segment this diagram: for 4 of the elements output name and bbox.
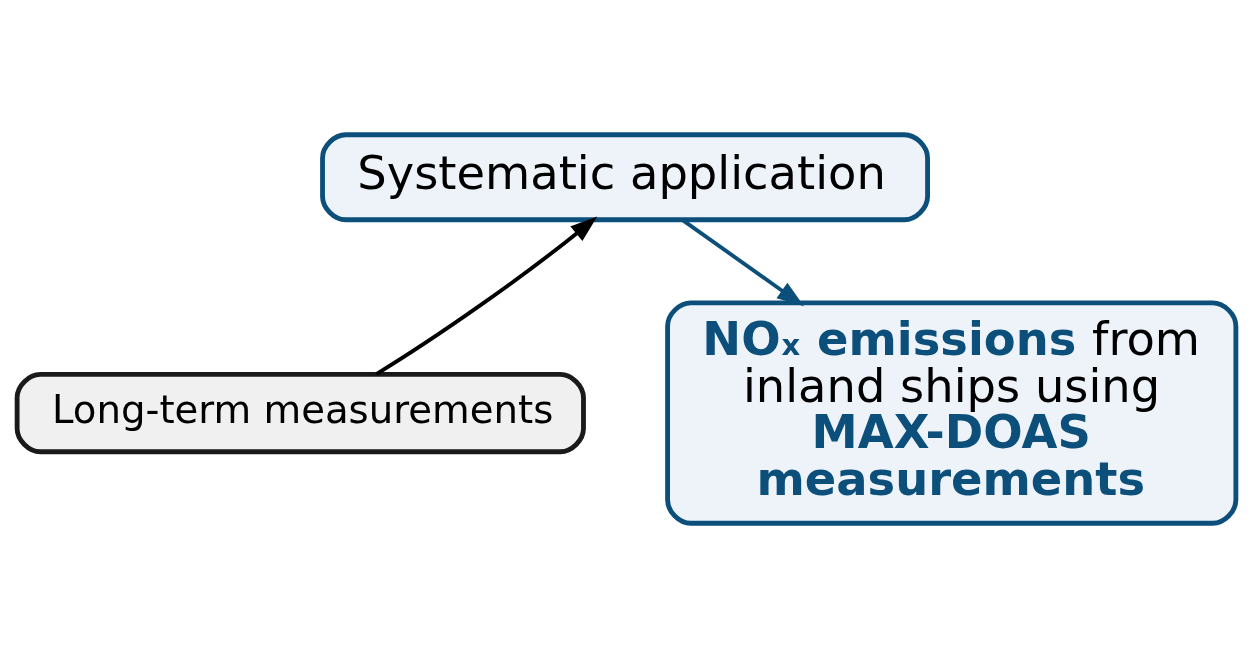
node-box: Systematic application [320,132,930,223]
arrow [375,216,598,376]
node-box: NOx emissions from inland ships using MAX-DOAS measurements [665,300,1239,526]
node-box: Long-term measurements [14,372,586,455]
